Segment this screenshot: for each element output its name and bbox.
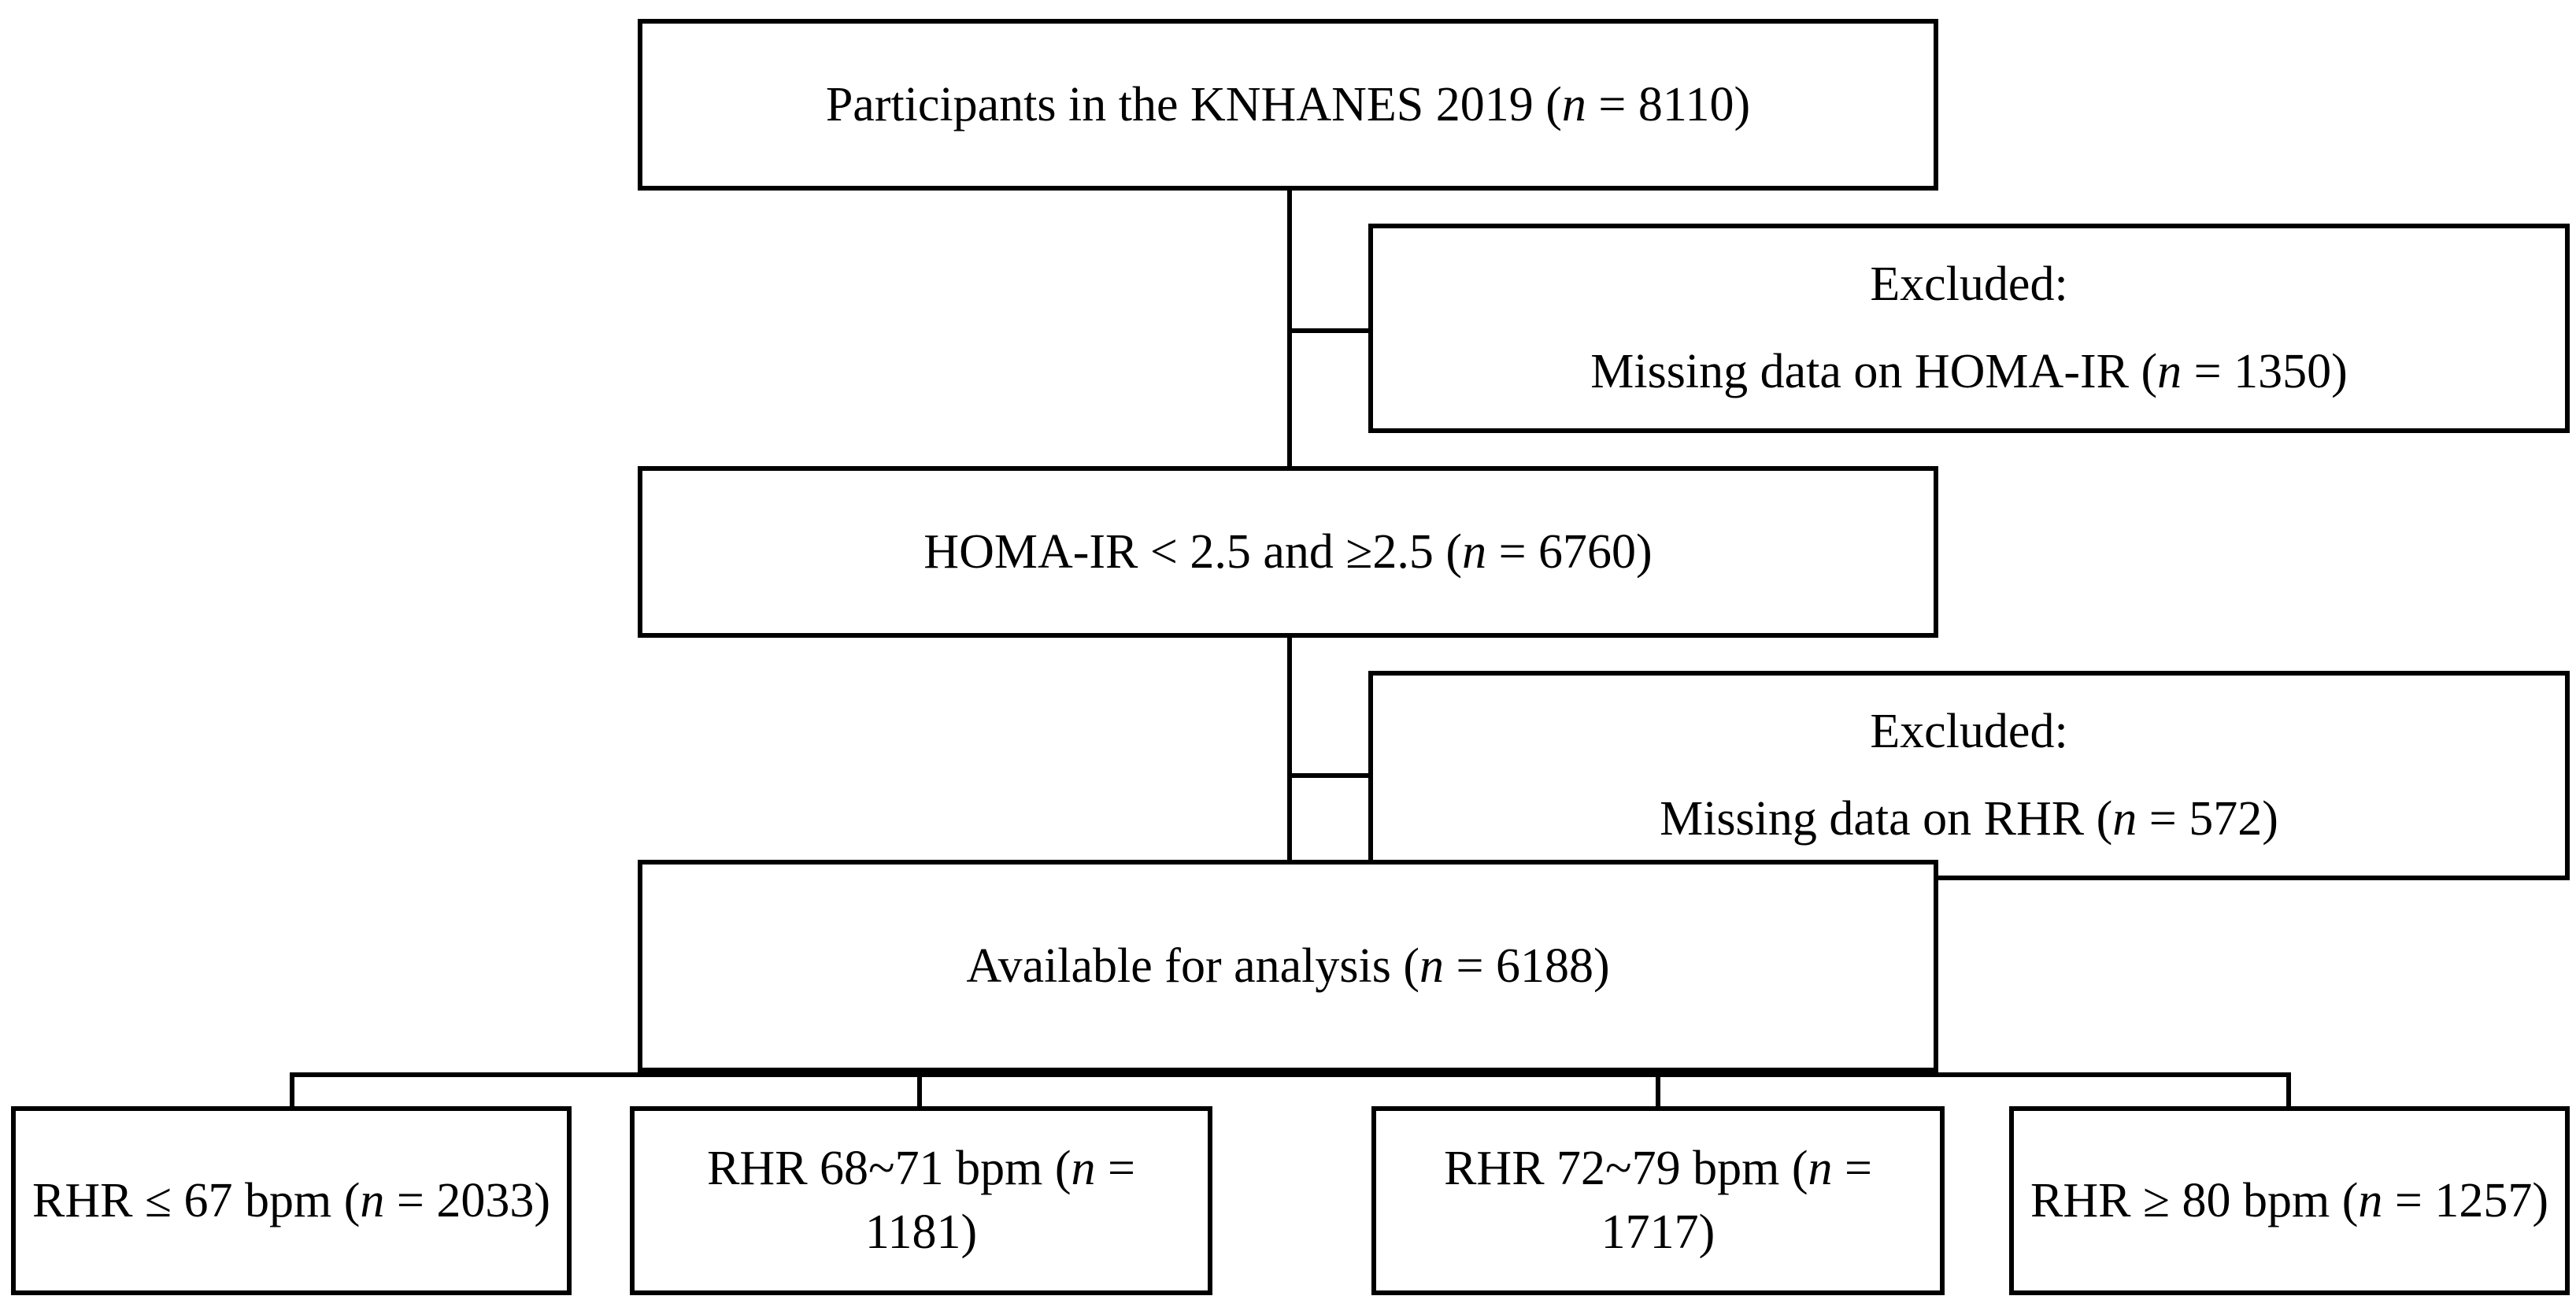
node-rhr-group-68-71: RHR 68~71 bpm (n = 1181) (630, 1106, 1212, 1295)
connector-homa-to-available (1287, 638, 1292, 860)
node-participants-text: Participants in the KNHANES 2019 (n = 81… (825, 77, 1751, 131)
excluded-homa-heading: Excluded: (1870, 257, 2068, 312)
node-participants-knhanes: Participants in the KNHANES 2019 (n = 81… (638, 19, 1938, 191)
node-rhr-group-le-67: RHR ≤ 67 bpm (n = 2033) (11, 1106, 572, 1295)
connector-split-bar (290, 1072, 2291, 1077)
excluded-rhr-heading: Excluded: (1870, 705, 2068, 759)
excluded-homa-detail: Missing data on HOMA-IR (n = 1350) (1590, 345, 2348, 398)
node-rhr-group-ge-80: RHR ≥ 80 bpm (n = 1257) (2009, 1106, 2570, 1295)
node-excluded-missing-rhr: Excluded: Missing data on RHR (n = 572) (1368, 671, 2570, 880)
connector-elbow-to-excluded-rhr (1290, 773, 1371, 778)
node-rhr-group-72-79-text: RHR 72~79 bpm (n = 1717) (1444, 1142, 1872, 1259)
connector-drop-rhr-3 (1656, 1072, 1660, 1108)
node-rhr-group-ge-80-text: RHR ≥ 80 bpm (n = 1257) (2030, 1173, 2548, 1227)
node-homa-ir-text: HOMA-IR < 2.5 and ≥2.5 (n = 6760) (923, 524, 1653, 579)
node-rhr-group-72-79: RHR 72~79 bpm (n = 1717) (1371, 1106, 1945, 1295)
connector-drop-rhr-1 (290, 1072, 294, 1108)
connector-drop-rhr-2 (917, 1072, 922, 1108)
excluded-rhr-detail: Missing data on RHR (n = 572) (1660, 792, 2278, 846)
node-homa-ir-group: HOMA-IR < 2.5 and ≥2.5 (n = 6760) (638, 466, 1938, 638)
node-available-text: Available for analysis (n = 6188) (966, 939, 1610, 993)
connector-elbow-to-excluded-homa (1290, 328, 1371, 333)
connector-drop-rhr-4 (2286, 1072, 2291, 1108)
node-rhr-group-68-71-text: RHR 68~71 bpm (n = 1181) (707, 1142, 1135, 1259)
node-excluded-missing-homa-ir: Excluded: Missing data on HOMA-IR (n = 1… (1368, 224, 2570, 433)
node-available-for-analysis: Available for analysis (n = 6188) (638, 860, 1938, 1072)
node-rhr-group-le-67-text: RHR ≤ 67 bpm (n = 2033) (31, 1173, 550, 1227)
